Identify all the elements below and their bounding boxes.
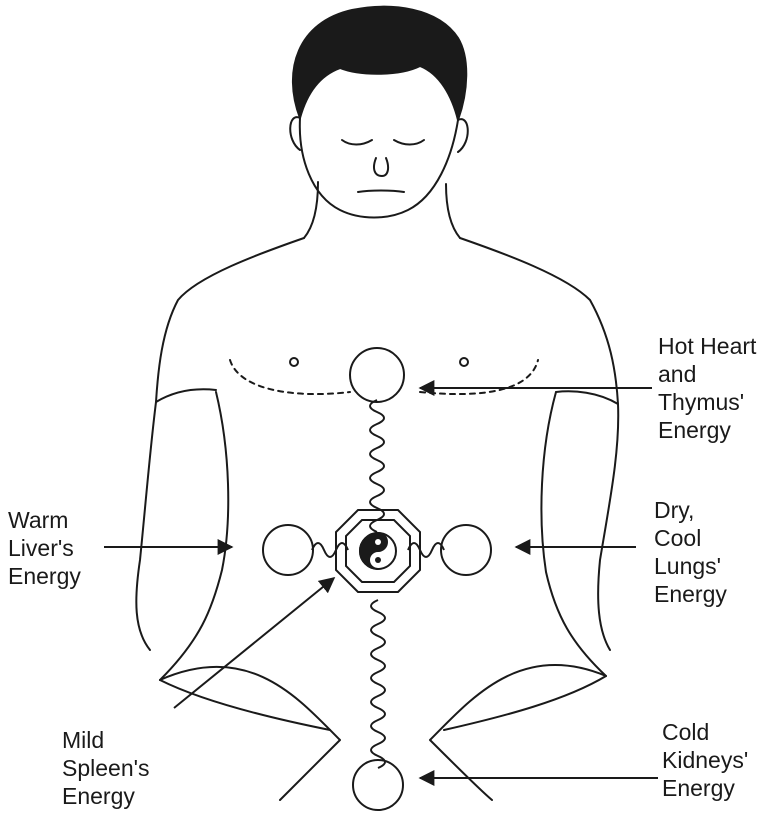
- face-outline: [300, 118, 458, 218]
- torso-left: [160, 392, 228, 680]
- nose: [374, 158, 388, 176]
- mouth: [358, 191, 404, 193]
- right-shoulder-arm: [460, 238, 618, 404]
- label-heart: Hot Heart and Thymus' Energy: [658, 332, 756, 444]
- lower-spiral: [371, 600, 385, 768]
- label-spleen: Mild Spleen's Energy: [62, 726, 150, 810]
- neck-right: [446, 184, 460, 238]
- label-lungs: Dry, Cool Lungs' Energy: [654, 496, 727, 608]
- liver-center: [263, 525, 313, 575]
- torso-right: [541, 392, 606, 676]
- left-shoulder-arm: [156, 238, 304, 402]
- right-ear: [458, 119, 468, 152]
- right-eye: [394, 140, 424, 145]
- left-eye: [342, 140, 372, 145]
- right-outer-arm: [598, 404, 618, 650]
- heart-center: [350, 348, 404, 402]
- left-nipple: [290, 358, 298, 366]
- lap-left: [160, 667, 340, 800]
- arrow-spleen: [174, 578, 334, 708]
- upper-spiral: [370, 400, 384, 532]
- label-kidneys: Cold Kidneys' Energy: [662, 718, 748, 802]
- lungs-center: [441, 525, 491, 575]
- lap-right: [430, 665, 606, 800]
- left-spiral: [312, 543, 348, 557]
- left-ear: [290, 117, 300, 150]
- label-liver: Warm Liver's Energy: [8, 506, 81, 590]
- energy-centers: [263, 348, 491, 810]
- left-outer-arm: [136, 402, 156, 650]
- neck-left: [304, 182, 318, 238]
- hair: [293, 7, 466, 120]
- right-nipple: [460, 358, 468, 366]
- right-spiral: [408, 543, 444, 557]
